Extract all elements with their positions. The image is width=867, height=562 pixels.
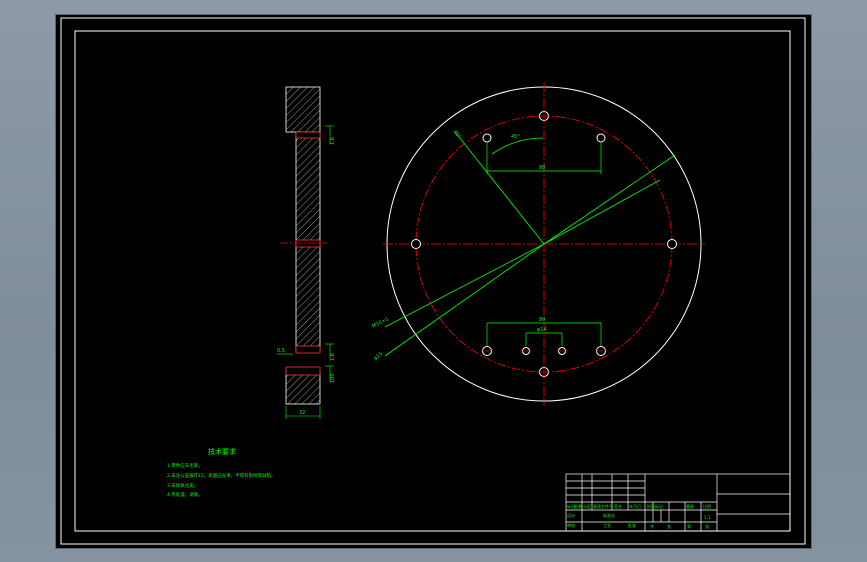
section-hole-2: [295, 239, 321, 248]
tb-scale-value: 1:1: [704, 515, 711, 520]
hole-right: [667, 239, 677, 249]
tb-label-approve: 批准: [628, 522, 636, 528]
tb-label-count: 处数: [574, 503, 582, 509]
top-span-dim: [486, 142, 602, 174]
leader-label-2: φ15: [373, 351, 384, 361]
inner-border: [74, 30, 791, 532]
section-hole-3: [295, 345, 321, 354]
notes-line-3: 3.去除氧化皮。: [167, 482, 198, 489]
dim-top-span: 80: [539, 165, 545, 171]
notes-line-2: 2.未注公差按IT12，表面应光滑，不得有裂纹等缺陷。: [167, 472, 276, 479]
hole-left: [411, 239, 421, 249]
dim-section-width: 32: [299, 410, 305, 416]
tb-label-stage: 阶段标记: [647, 503, 663, 509]
tb-label-design: 设计: [567, 512, 575, 518]
dim-section-height-bottom: 1.6: [330, 353, 336, 361]
title-block-labels: 标记 处数 分区 更改文件号 签名 年月日 设计 标准化 阶段标记 重量 比例 …: [567, 503, 711, 529]
dim-bottom-inner: φ14: [537, 327, 547, 333]
front-view: 45° 80 80 φ14 45° M10×1 φ15: [371, 82, 705, 406]
tb-label-standard: 标准化: [603, 512, 615, 518]
tb-label-change: 更改文件号: [593, 503, 613, 509]
dim-section-offset: 0.5: [277, 348, 285, 354]
notes-title: 技术要求: [208, 447, 236, 456]
tb-label-scale: 比例: [703, 503, 711, 509]
tb-label-weight: 重量: [686, 503, 694, 509]
construction-lines: [384, 131, 676, 357]
dim-bottom-span: 80: [539, 317, 545, 323]
technical-requirements: 技术要求 1.零件应去毛刺。 2.未注公差按IT12，表面应光滑，不得有裂纹等缺…: [167, 447, 276, 498]
section-view: 1.6 1.6 100 0.5 32: [277, 86, 336, 419]
notes-line-1: 1.零件应去毛刺。: [167, 462, 203, 469]
leader-label-1: M10×1: [371, 316, 390, 330]
title-block: [565, 473, 791, 532]
dim-section-gap: 100: [330, 373, 336, 383]
tb-sheet-unit-1: 张: [667, 523, 671, 529]
hole-top-right: [596, 133, 606, 143]
bottom-span-dim: [486, 322, 602, 346]
angle-arc: [491, 137, 544, 155]
tb-label-sign: 签名: [614, 503, 622, 509]
section-hole-4: [285, 366, 321, 376]
tb-sheet-total: 共: [650, 523, 654, 529]
section-hole-1: [295, 131, 321, 139]
tb-label-zone: 分区: [583, 503, 591, 509]
drawing-sheet: 1.6 1.6 100 0.5 32: [55, 14, 812, 549]
section-hatched-bottom: [285, 371, 321, 405]
cad-drawing: 1.6 1.6 100 0.5 32: [60, 17, 806, 545]
section-hatched-top: [285, 86, 321, 133]
tb-label-process: 工艺: [603, 523, 611, 528]
tb-label-date: 年月日: [629, 503, 641, 509]
dim-angle: 45°: [511, 134, 520, 140]
tb-label-review: 审核: [567, 522, 575, 528]
tb-sheet-number: 第: [687, 523, 691, 529]
hole-centermarks: [481, 110, 607, 378]
hole-top-left: [482, 133, 492, 143]
dim-section-height-top: 1.6: [330, 137, 336, 145]
dim-angle-leader: 45°: [452, 129, 463, 140]
notes-line-4: 4.热处理，调质。: [167, 491, 203, 498]
tb-label-mark: 标记: [567, 503, 575, 509]
tb-sheet-unit-2: 张: [705, 523, 709, 529]
outer-border: [60, 17, 806, 545]
